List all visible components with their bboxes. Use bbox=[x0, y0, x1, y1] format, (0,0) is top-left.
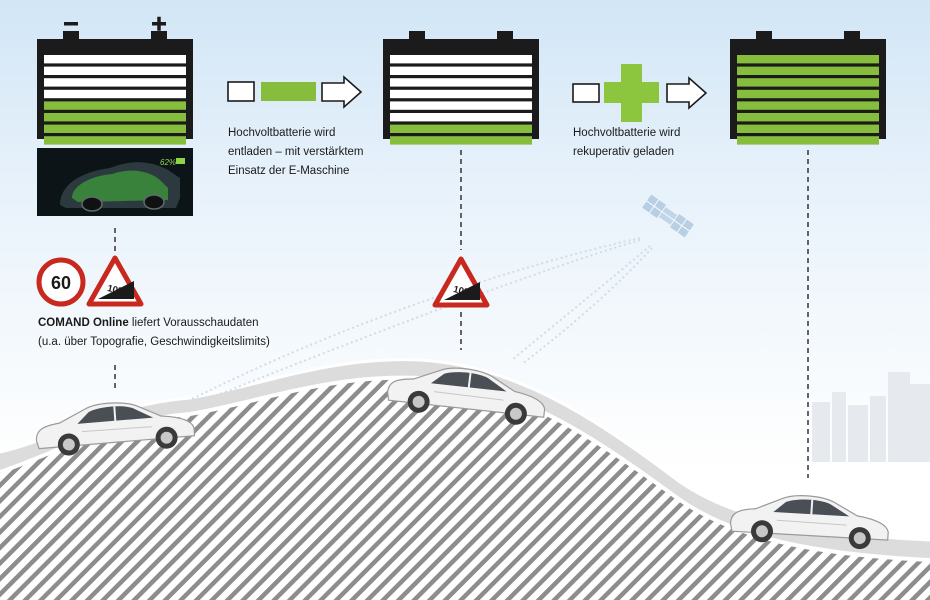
battery-bar-empty bbox=[390, 113, 532, 122]
minus-arrow-icon bbox=[227, 75, 363, 109]
battery-bar-charged bbox=[390, 124, 532, 133]
car-start bbox=[35, 402, 196, 456]
car-rim-rear bbox=[160, 431, 173, 444]
battery-bar-empty bbox=[44, 78, 186, 87]
battery-bar-empty bbox=[390, 66, 532, 75]
battery-terminal-positive bbox=[497, 31, 513, 40]
speed-limit-sign: 60 bbox=[36, 257, 86, 307]
battery-case bbox=[37, 39, 193, 139]
battery-bar-charged bbox=[390, 136, 532, 145]
car-descent-end bbox=[729, 495, 889, 550]
caption-discharge-line-2: entladen – mit verstärktem bbox=[228, 146, 364, 158]
battery-terminal-negative bbox=[63, 31, 79, 40]
battery-bar-empty bbox=[390, 101, 532, 110]
city-skyline bbox=[812, 372, 930, 462]
slope-warning-sign-mid: 10% bbox=[432, 256, 490, 308]
dashboard-hybrid-display: 62% bbox=[37, 148, 193, 216]
car-rim-rear bbox=[853, 532, 866, 545]
battery-bar-charged bbox=[737, 113, 879, 122]
caption-discharge-line-1: Hochvoltbatterie wird bbox=[228, 127, 336, 139]
caption-discharge: Hochvoltbatterie wird entladen – mit ver… bbox=[228, 124, 408, 181]
car-side-line bbox=[433, 391, 504, 401]
speed-limit-value: 60 bbox=[51, 273, 71, 293]
car-pillar bbox=[467, 372, 472, 388]
battery-bar-charged bbox=[737, 101, 879, 110]
battery-bar-charged bbox=[737, 124, 879, 133]
car-side-line bbox=[776, 519, 847, 526]
battery-bar-charged bbox=[737, 136, 879, 145]
battery-after-climb bbox=[383, 31, 539, 145]
slope-value-mid: 10% bbox=[452, 284, 474, 299]
caption-comand-line-2: (u.a. über Topografie, Geschwindigkeitsl… bbox=[38, 336, 270, 348]
battery-bar-empty bbox=[44, 89, 186, 99]
battery-terminal-positive bbox=[151, 31, 167, 40]
battery-start bbox=[37, 16, 193, 145]
caption-discharge-line-3: Einsatz der E-Maschine bbox=[228, 165, 350, 177]
battery-terminal-negative bbox=[756, 31, 772, 40]
battery-bar-empty bbox=[44, 66, 186, 75]
battery-bar-charged bbox=[44, 101, 186, 110]
car-rim-front bbox=[412, 395, 425, 408]
battery-bar-charged bbox=[737, 78, 879, 87]
caption-recharge: Hochvoltbatterie wird rekuperativ gelade… bbox=[573, 124, 753, 162]
battery-bar-empty bbox=[44, 55, 186, 64]
car-pillar bbox=[810, 499, 814, 515]
slope-warning-sign-left: 10% bbox=[86, 255, 144, 307]
battery-bar-empty bbox=[390, 78, 532, 87]
battery-bar-charged bbox=[44, 124, 186, 133]
battery-bar-charged bbox=[44, 113, 186, 122]
car-side-line bbox=[81, 426, 152, 433]
car-body bbox=[386, 367, 546, 418]
battery-terminal-positive bbox=[844, 31, 860, 40]
minus-icon bbox=[64, 22, 78, 26]
dashed-connectors bbox=[114, 150, 809, 478]
comand-description: liefert Vorausschaudaten bbox=[128, 317, 259, 329]
car-summit bbox=[386, 367, 546, 425]
caption-recharge-line-2: rekuperativ geladen bbox=[573, 146, 675, 158]
car-rim-front bbox=[755, 525, 768, 538]
battery-terminal-negative bbox=[409, 31, 425, 40]
charge-readout: 62% bbox=[160, 158, 176, 167]
battery-bar-charged bbox=[737, 55, 879, 64]
battery-bar-empty bbox=[390, 55, 532, 64]
caption-recharge-line-1: Hochvoltbatterie wird bbox=[573, 127, 681, 139]
battery-bar-empty bbox=[390, 89, 532, 99]
hill-terrain bbox=[0, 375, 930, 600]
battery-after-descent bbox=[730, 31, 886, 145]
battery-case bbox=[730, 39, 886, 139]
comand-online-label: COMAND Online bbox=[38, 317, 129, 329]
battery-bar-charged bbox=[737, 66, 879, 75]
car-rim-rear bbox=[509, 407, 522, 420]
plus-icon-vertical bbox=[157, 16, 161, 31]
plus-arrow-icon bbox=[572, 64, 708, 122]
slope-value-left: 10% bbox=[106, 283, 128, 298]
caption-comand: COMAND Online liefert Vorausschaudaten (… bbox=[38, 314, 338, 352]
battery-bar-charged bbox=[44, 136, 186, 145]
satellite-icon bbox=[642, 194, 694, 238]
car-rim-front bbox=[62, 438, 75, 451]
car-pillar bbox=[113, 406, 117, 422]
battery-bar-charged bbox=[737, 89, 879, 99]
caption-comand-line-1: COMAND Online liefert Vorausschaudaten bbox=[38, 314, 338, 333]
